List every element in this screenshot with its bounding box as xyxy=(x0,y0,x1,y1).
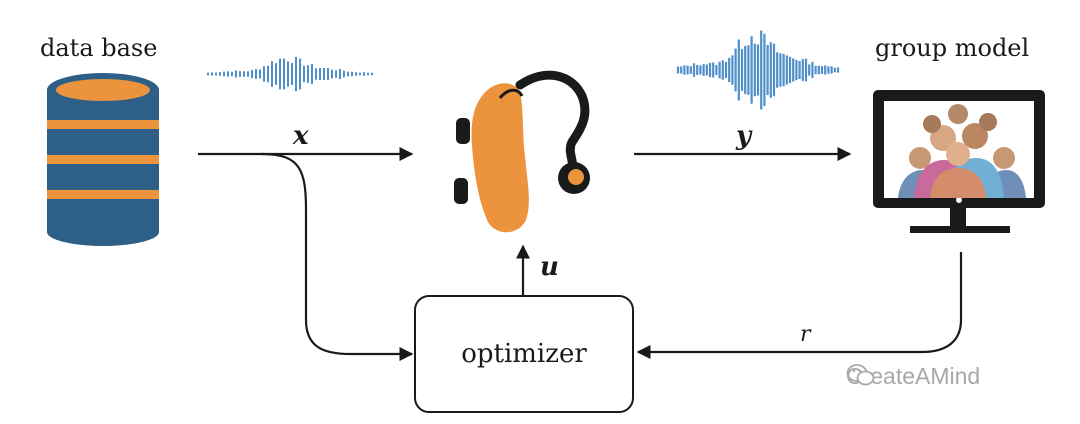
optimizer-box xyxy=(414,295,634,413)
wechat-icon xyxy=(846,364,875,386)
people-group-icon xyxy=(898,104,1026,198)
group-model-label: group model xyxy=(875,34,1030,62)
input-signal-label: x xyxy=(293,121,309,151)
watermark: CreateAMind xyxy=(846,363,980,390)
hearing-aid-icon xyxy=(454,70,590,233)
control-signal-label: u xyxy=(540,252,559,282)
output-signal-label: y xyxy=(736,121,752,151)
output-waveform-icon xyxy=(676,30,840,110)
arrow-model-to-optimizer xyxy=(636,252,963,359)
connector-lines xyxy=(198,147,963,361)
database-label: data base xyxy=(40,34,158,62)
optimizer-label: optimizer xyxy=(461,339,587,369)
rating-signal-label: r xyxy=(800,322,811,347)
input-waveform-icon xyxy=(207,56,373,92)
arrow-x-to-optimizer xyxy=(261,152,414,361)
database-icon xyxy=(47,73,159,246)
